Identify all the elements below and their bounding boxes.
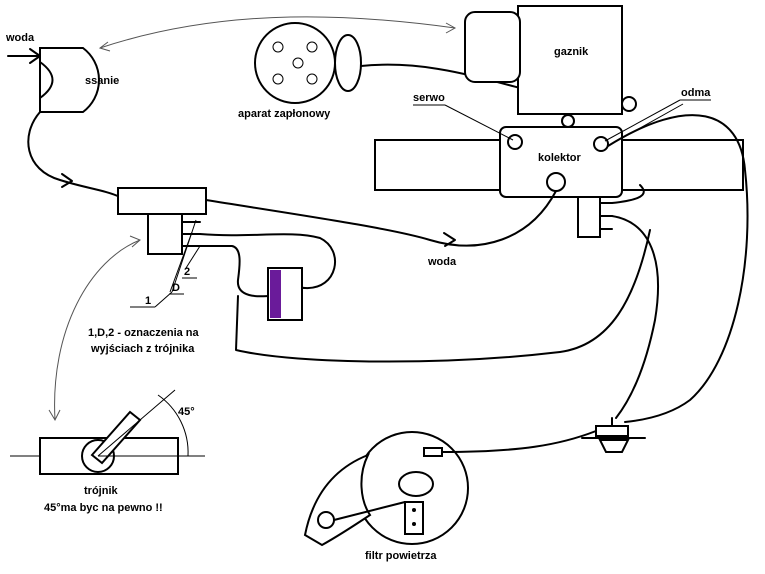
water-mid-label: woda [427,256,457,268]
pin-d-label: D [172,282,180,294]
link-arrowhead-right [445,22,457,34]
air-filter-label: filtr powietrza [365,550,437,562]
hose-odma-loop [607,114,749,423]
manifold-bottom-port [546,172,566,192]
link-arrowhead-left [98,41,111,52]
manifold-label: kolektor [538,152,582,164]
air-filter-component [303,431,469,547]
manifold-component [374,126,744,198]
water-flow-arrow [443,232,456,247]
carburetor-label: gaznik [554,46,589,58]
odma-port [593,136,609,152]
tee-label: trójnik [84,485,118,497]
serwo-port [507,134,523,150]
detail-link-arrow [54,239,141,421]
ssanie-label: ssanie [85,75,119,87]
carburetor-gauge [621,96,637,112]
pin-2-label: 2 [184,266,190,278]
hose-water-to-manifold [205,190,557,247]
odma-label: odma [681,87,711,99]
tee-detail-component [10,389,205,475]
water-inlet-arrow [7,48,43,64]
distributor-label: aparat zapłonowy [238,108,331,120]
ssanie-gaznik-link-arrow [99,16,456,49]
angle-label: 45° [178,406,195,418]
check-valve-component [581,417,646,453]
hose-nozzle-to-manifold [611,184,645,204]
water-inlet-label: woda [5,32,35,44]
carburetor-component [464,5,623,115]
tee-note-label: 45°ma byc na pewno !! [44,502,163,514]
tee-block-component [117,187,207,293]
hose-nozzle-to-valve [611,215,659,419]
detail-arrowhead-bottom [48,409,61,422]
ssanie-component [39,47,100,113]
carburetor-port [561,114,575,128]
serwo-leader-line [444,104,514,141]
hose-pin1-return [199,245,269,298]
distributor-component [254,22,362,104]
detail-arrowhead-top [129,235,141,248]
hose-filter-to-valve [441,430,597,453]
pin-1-label: 1 [145,295,151,307]
pin-1-leader [154,291,173,308]
hose-flow-arrow [61,173,73,188]
outputs-note-line1: 1,D,2 - oznaczenia na [88,327,200,339]
manifold-nozzle-block [577,196,613,238]
solenoid-valve-component [267,267,303,321]
solenoid-valve-fill [270,270,281,318]
serwo-label: serwo [413,92,445,104]
odma-leader-line [604,99,681,142]
hose-long-return [235,229,651,363]
hose-ssanie-to-block [27,111,121,198]
outputs-note-line2: wyjściach z trójnika [90,343,195,355]
